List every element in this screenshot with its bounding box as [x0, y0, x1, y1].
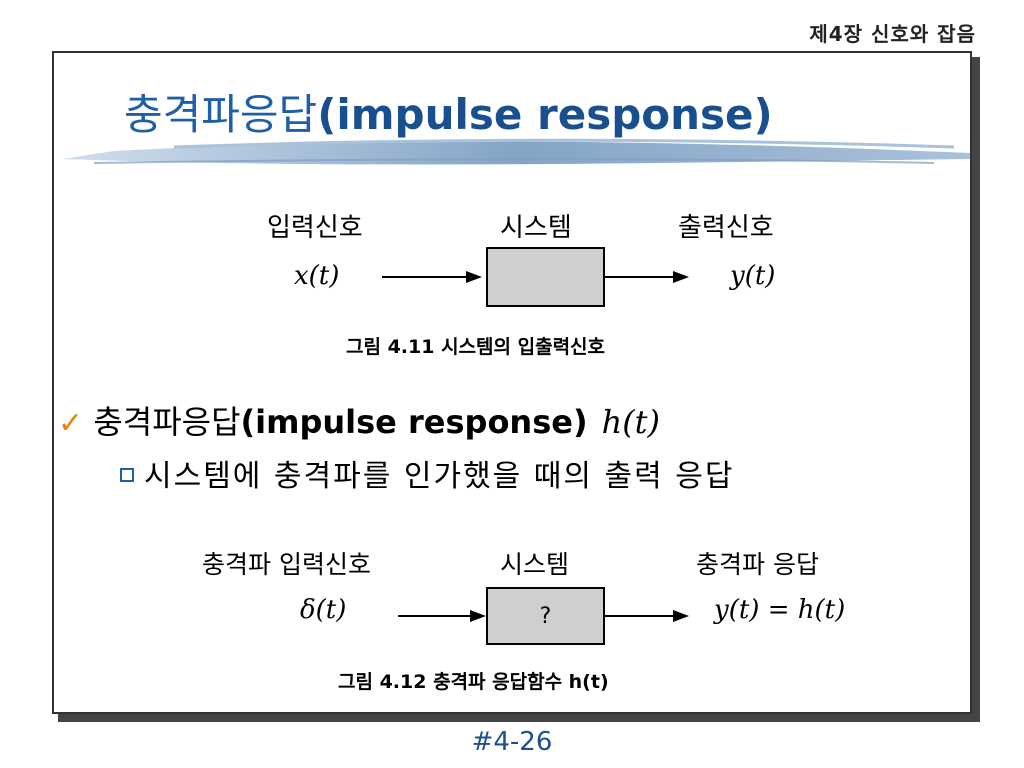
- d1-arrow-in: [382, 271, 482, 283]
- bullet-symbol: h(t): [601, 403, 661, 441]
- d2-output-label: 충격파 응답: [696, 550, 819, 579]
- bullet-ko: 충격파응답: [93, 403, 241, 441]
- d1-output-signal: y(t): [730, 261, 776, 291]
- d2-output-signal: y(t) = h(t): [714, 595, 846, 625]
- d1-system-label: 시스템: [500, 213, 572, 243]
- d1-system-box: [486, 247, 605, 307]
- title-korean: 충격파응답: [124, 90, 318, 139]
- page-number: #4-26: [471, 727, 553, 757]
- d2-input-label: 충격파 입력신호: [202, 550, 371, 579]
- d2-system-label: 시스템: [500, 550, 570, 579]
- chapter-header: 제4장 신호와 잡음: [809, 22, 976, 46]
- slide-title: 충격파응답(impulse response): [124, 81, 773, 142]
- d1-arrow-out: [605, 271, 689, 283]
- d2-arrow-out: [605, 610, 689, 622]
- title-brush-stroke: [62, 138, 970, 165]
- title-english: (impulse response): [317, 90, 773, 139]
- square-bullet-icon: [120, 467, 134, 482]
- slide-frame: 충격파응답(impulse response) 입력신호 시스템 출력신호 x(…: [52, 51, 972, 714]
- d1-input-label: 입력신호: [267, 213, 363, 243]
- d1-output-label: 출력신호: [678, 213, 774, 243]
- bullet-sub: 시스템에 충격파를 인가했을 때의 출력 응답: [120, 451, 734, 495]
- checkmark-icon: ✓: [58, 406, 84, 441]
- d2-input-signal: δ(t): [300, 595, 347, 625]
- bullet-main: ✓ 충격파응답(impulse response) h(t): [58, 397, 660, 443]
- bullet-en: (impulse response): [240, 403, 588, 441]
- figure-caption-4-11: 그림 4.11 시스템의 입출력신호: [346, 336, 606, 358]
- bullet-sub-text: 시스템에 충격파를 인가했을 때의 출력 응답: [144, 459, 735, 494]
- d2-system-box: ?: [486, 587, 605, 645]
- d2-arrow-in: [398, 610, 486, 622]
- figure-caption-4-12: 그림 4.12 충격파 응답함수 h(t): [338, 671, 609, 693]
- d1-input-signal: x(t): [294, 261, 340, 291]
